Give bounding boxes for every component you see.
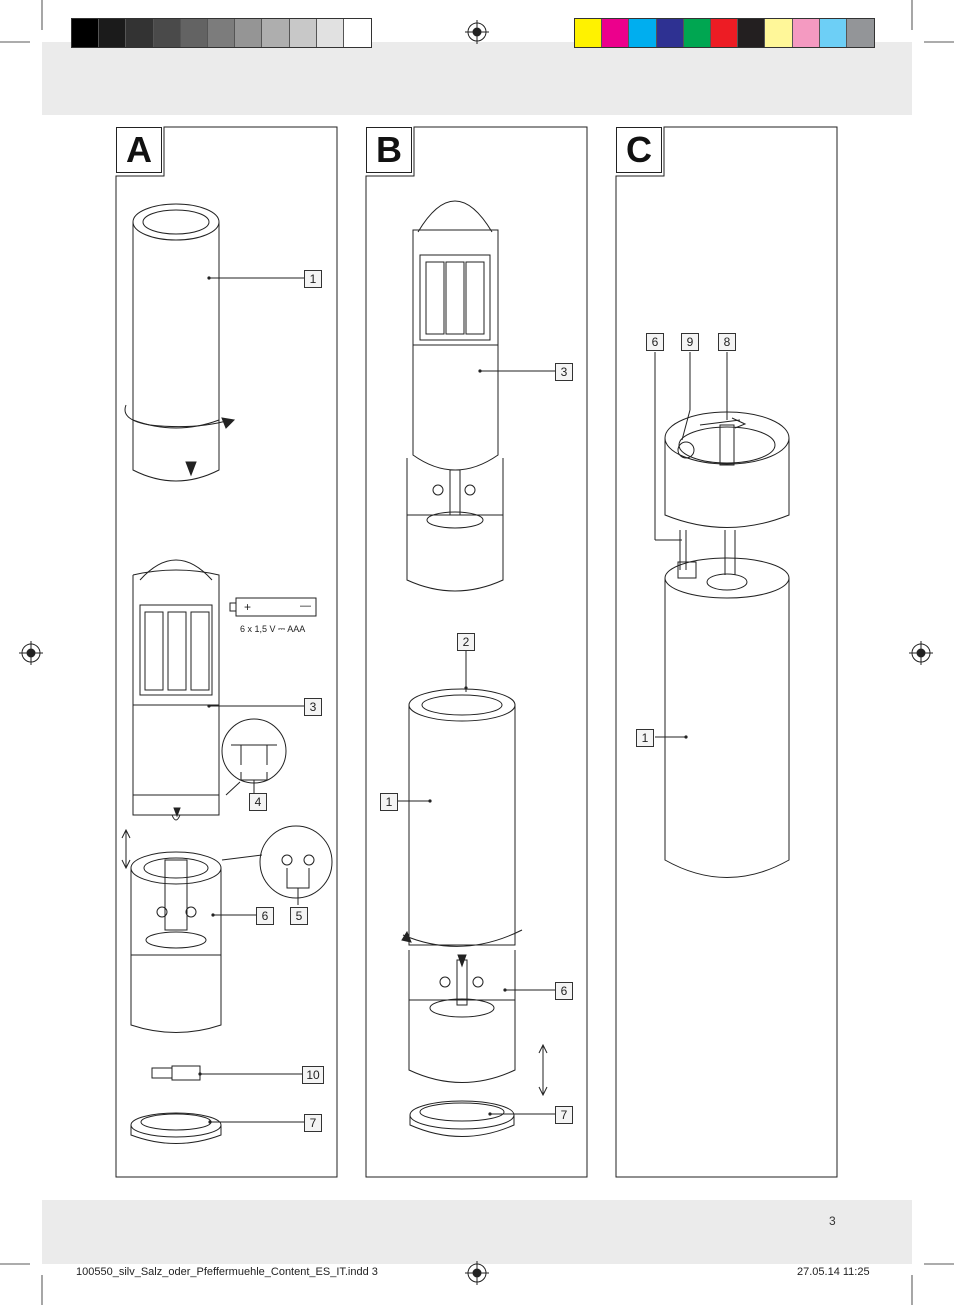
panel-c-frame xyxy=(615,126,838,1178)
callout-b-7: 7 xyxy=(555,1106,573,1124)
callout-c-8: 8 xyxy=(718,333,736,351)
process-swatch-2 xyxy=(602,19,630,47)
process-swatch-7 xyxy=(738,19,766,47)
panel-c-letter: C xyxy=(616,127,662,173)
battery-minus-sign: — xyxy=(300,600,311,612)
callout-a-4: 4 xyxy=(249,793,267,811)
panel-b-drawing xyxy=(398,200,555,1137)
process-swatch-5 xyxy=(683,19,711,47)
process-swatch-4 xyxy=(656,19,684,47)
battery-plus-sign: + xyxy=(244,600,252,614)
footer-band xyxy=(42,1200,912,1264)
panel-a-letter: A xyxy=(116,127,162,173)
grayscale-color-bar xyxy=(71,18,373,48)
panel-a-drawing xyxy=(121,203,333,1144)
grayscale-swatch-8 xyxy=(262,19,290,47)
process-swatch-3 xyxy=(629,19,657,47)
callout-a-10: 10 xyxy=(302,1066,324,1084)
process-swatch-10 xyxy=(819,19,847,47)
callout-a-7: 7 xyxy=(304,1114,322,1132)
page-number: 3 xyxy=(829,1214,836,1228)
grayscale-swatch-7 xyxy=(235,19,263,47)
battery-spec-label: 6 x 1,5 V ⎓ AAA xyxy=(240,624,306,634)
grayscale-swatch-3 xyxy=(126,19,154,47)
registration-mark-bottom xyxy=(465,1261,489,1285)
grayscale-swatch-9 xyxy=(289,19,317,47)
grayscale-swatch-11 xyxy=(343,19,372,47)
callout-b-6: 6 xyxy=(555,982,573,1000)
callout-a-6: 6 xyxy=(256,907,274,925)
registration-mark-right xyxy=(909,641,933,665)
panel-b-letter: B xyxy=(366,127,412,173)
callout-b-1: 1 xyxy=(380,793,398,811)
grayscale-swatch-6 xyxy=(207,19,236,47)
grayscale-swatch-10 xyxy=(316,19,344,47)
callout-b-2: 2 xyxy=(457,633,475,651)
footer-date: 27.05.14 11:25 xyxy=(797,1266,870,1278)
callout-a-1: 1 xyxy=(304,270,322,288)
callout-c-6: 6 xyxy=(646,333,664,351)
callout-a-5: 5 xyxy=(290,907,308,925)
callout-b-3: 3 xyxy=(555,363,573,381)
grayscale-swatch-4 xyxy=(153,19,181,47)
panel-b-frame xyxy=(365,126,588,1178)
process-color-bar xyxy=(574,18,876,48)
grayscale-swatch-5 xyxy=(180,19,208,47)
callout-c-9: 9 xyxy=(681,333,699,351)
process-swatch-9 xyxy=(792,19,820,47)
grayscale-swatch-1 xyxy=(72,19,100,47)
callout-c-1: 1 xyxy=(636,729,654,747)
process-swatch-1 xyxy=(575,19,603,47)
process-swatch-8 xyxy=(765,19,793,47)
header-band xyxy=(42,42,912,115)
grayscale-swatch-2 xyxy=(99,19,127,47)
registration-mark-left xyxy=(19,641,43,665)
callout-a-3: 3 xyxy=(304,698,322,716)
registration-mark-top xyxy=(465,20,489,44)
panel-c-drawing xyxy=(654,352,790,878)
process-swatch-6 xyxy=(710,19,739,47)
panel-a-frame xyxy=(115,126,338,1178)
process-swatch-11 xyxy=(846,19,875,47)
footer-filename: 100550_silv_Salz_oder_Pfeffermuehle_Cont… xyxy=(76,1266,378,1278)
